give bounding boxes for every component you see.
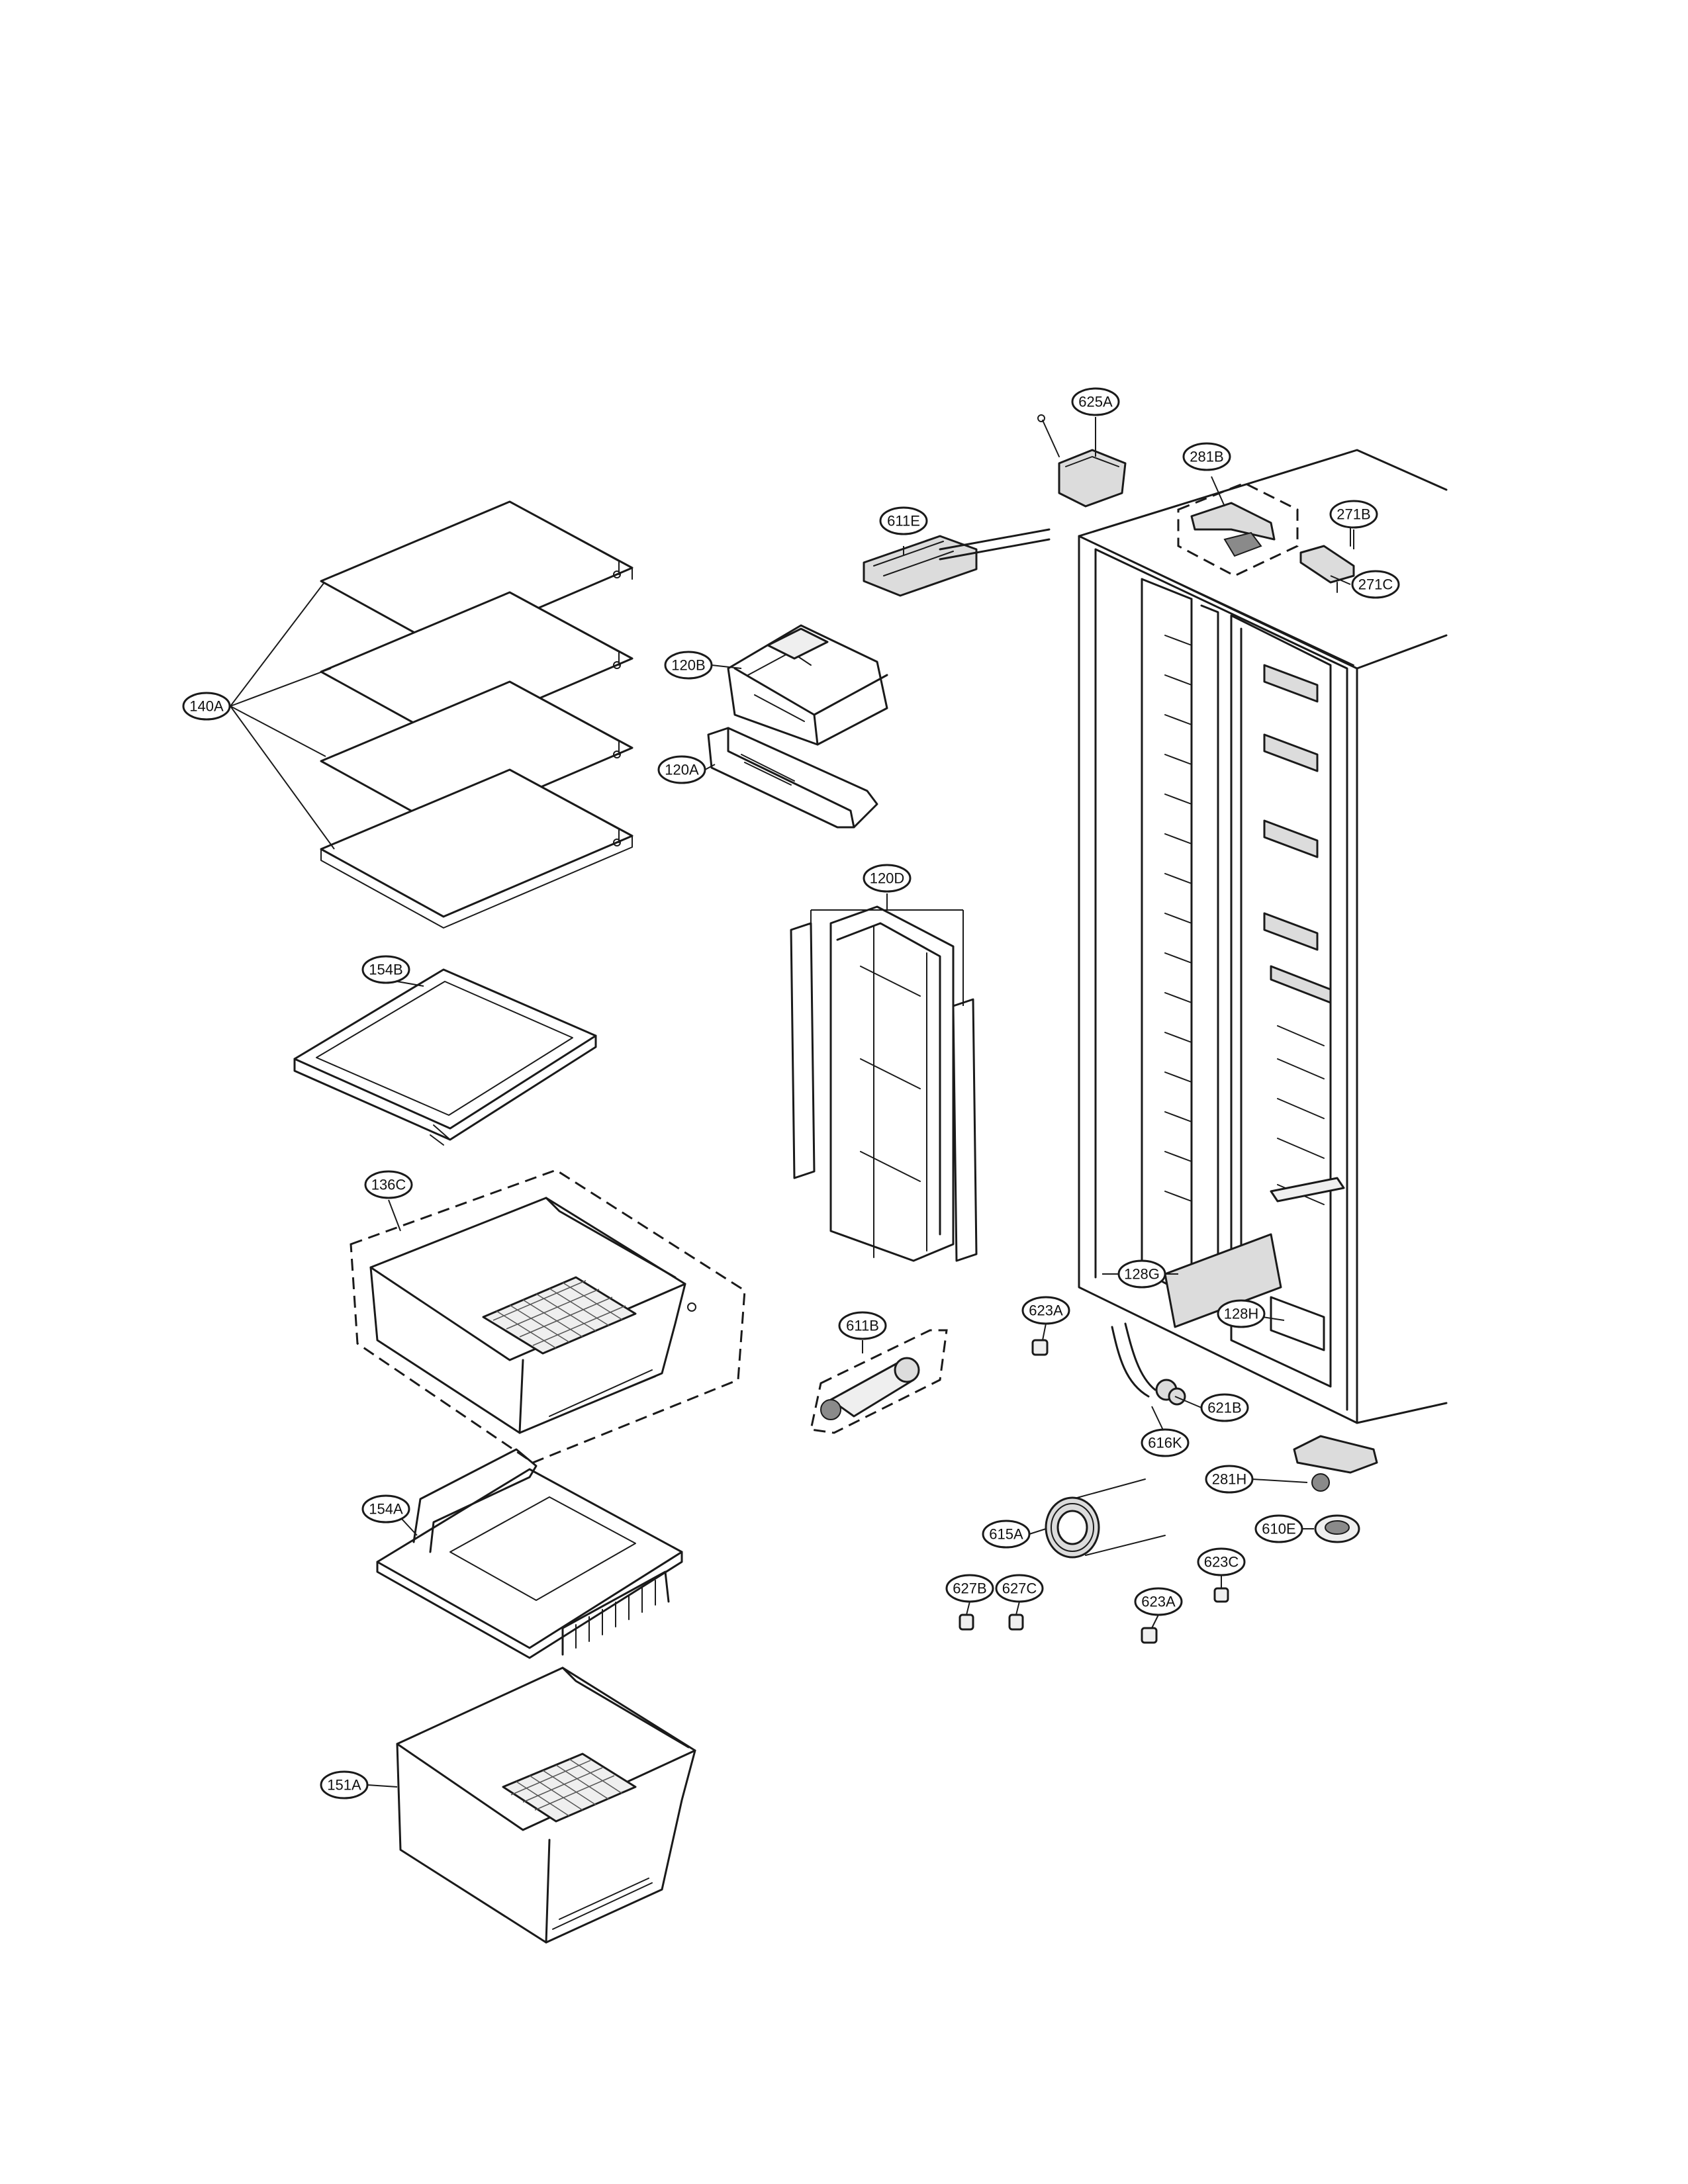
label-136C: 136C [364, 1170, 413, 1199]
drawer-cover-154A [376, 1448, 683, 1659]
cabinet-left-shelf-rails [1164, 635, 1192, 1202]
part-labels: 625A 281B 611E 271B 271C 120B 140A 120A … [182, 387, 1400, 1799]
cabinet-right-door-bins [1263, 664, 1345, 1205]
label-281H: 281H [1205, 1465, 1254, 1494]
svg-text:611B: 611B [846, 1318, 879, 1334]
glass-shelf-stack [230, 500, 633, 929]
leveler-610E [1314, 1514, 1360, 1543]
label-623A-upper: 623A [1021, 1296, 1070, 1325]
clip-627C [1008, 1614, 1024, 1631]
label-140A: 140A [182, 692, 231, 721]
label-271B: 271B [1329, 500, 1378, 529]
label-625A: 625A [1071, 387, 1120, 416]
svg-text:611E: 611E [887, 513, 920, 529]
glass-shelf-3 [320, 680, 633, 830]
label-271C: 271C [1351, 570, 1400, 599]
svg-text:623C: 623C [1204, 1554, 1239, 1570]
svg-text:120B: 120B [671, 657, 705, 674]
label-623C: 623C [1197, 1547, 1246, 1576]
svg-text:154A: 154A [369, 1501, 403, 1518]
water-housing-611E [863, 528, 1051, 597]
label-154B: 154B [361, 955, 410, 984]
crisper-floor-grid [492, 1280, 626, 1349]
ice-bin-120B [727, 624, 888, 746]
svg-text:128H: 128H [1224, 1306, 1259, 1322]
label-128G: 128G [1117, 1259, 1166, 1289]
clip-627B [959, 1614, 974, 1631]
svg-text:281H: 281H [1212, 1471, 1247, 1488]
label-120A: 120A [657, 755, 706, 784]
bottom-hinge-281H [1293, 1435, 1378, 1492]
water-tube-coil-615A [1045, 1479, 1166, 1559]
svg-text:120A: 120A [665, 762, 699, 778]
svg-text:271C: 271C [1358, 576, 1393, 593]
svg-text:615A: 615A [989, 1526, 1023, 1543]
ice-cover-120A [707, 727, 878, 829]
label-611B: 611B [838, 1311, 887, 1340]
svg-text:623A: 623A [1029, 1302, 1063, 1319]
label-610E: 610E [1254, 1514, 1303, 1543]
label-120D: 120D [863, 864, 912, 893]
svg-text:128G: 128G [1124, 1266, 1160, 1283]
svg-text:616K: 616K [1148, 1435, 1182, 1451]
hinge-parts-271B-271C [1299, 519, 1355, 593]
svg-text:621B: 621B [1207, 1400, 1241, 1416]
svg-text:281B: 281B [1190, 449, 1223, 465]
label-621B: 621B [1200, 1393, 1249, 1422]
label-627B: 627B [945, 1574, 994, 1603]
ice-frame-120D [790, 905, 978, 1262]
label-151A: 151A [320, 1770, 369, 1799]
svg-text:151A: 151A [327, 1777, 361, 1794]
water-filter-611B [810, 1329, 948, 1434]
glass-shelf-2 [320, 591, 633, 741]
svg-text:154B: 154B [369, 962, 402, 978]
svg-text:627C: 627C [1002, 1580, 1037, 1597]
svg-text:627B: 627B [953, 1580, 986, 1597]
label-281B: 281B [1182, 442, 1231, 471]
clip-623C [1213, 1587, 1229, 1603]
shelf-frame-154B [293, 968, 597, 1146]
top-hinge-cover-281B [1177, 482, 1299, 577]
svg-text:140A: 140A [189, 698, 224, 715]
label-leader-lines [367, 417, 1354, 1788]
clip-623A-upper [1031, 1339, 1049, 1356]
refrigerator-cabinet [1078, 449, 1448, 1424]
label-627C: 627C [995, 1574, 1044, 1603]
label-611E: 611E [879, 506, 928, 535]
svg-text:120D: 120D [870, 870, 905, 887]
glass-shelf-4 [320, 768, 633, 929]
label-615A: 615A [982, 1520, 1031, 1549]
label-128H: 128H [1217, 1299, 1266, 1328]
leader-lines-140A [230, 582, 335, 850]
label-623A-lower: 623A [1134, 1587, 1183, 1616]
svg-text:625A: 625A [1078, 394, 1113, 410]
clip-623A-lower [1141, 1627, 1158, 1644]
crisper-drawer-136C [350, 1169, 746, 1464]
svg-text:271B: 271B [1336, 506, 1370, 523]
svg-text:136C: 136C [371, 1177, 406, 1193]
glass-shelf-1 [320, 500, 633, 650]
label-616K: 616K [1141, 1428, 1190, 1457]
label-120B: 120B [664, 651, 713, 680]
label-154A: 154A [361, 1494, 410, 1524]
svg-text:610E: 610E [1262, 1521, 1295, 1537]
top-cover-625A [1037, 414, 1127, 508]
svg-text:623A: 623A [1141, 1594, 1176, 1610]
lower-drawer-floor-grid [510, 1758, 623, 1817]
lower-drawer-151A [396, 1666, 696, 1944]
